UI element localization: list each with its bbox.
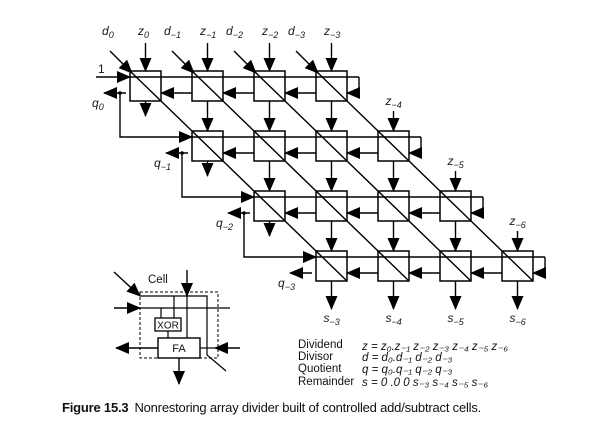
legend-dividend-name: Dividend	[298, 339, 343, 351]
divisor-input-label: d0	[102, 24, 114, 40]
cell-detail-inset: Cell XOR FA	[113, 270, 240, 385]
number-format-legend: Dividend z = z₀.z₋₁ z₋₂ z₋₃ z₋₄ z₋₅ z₋₆ …	[298, 339, 508, 389]
fa-label: FA	[172, 343, 186, 355]
z-input-label: z−6	[509, 214, 526, 230]
xor-label: XOR	[157, 321, 179, 332]
dividend-input-label: z−2	[261, 24, 278, 40]
figure-number: Figure 15.3	[62, 400, 129, 415]
divisor-diagonal-line	[315, 70, 534, 282]
legend-dividend-formula: z = z₀.z₋₁ z₋₂ z₋₃ z₋₄ z₋₅ z₋₆	[361, 341, 508, 353]
control-loop	[408, 137, 422, 159]
cell-title: Cell	[148, 274, 168, 286]
legend-remainder-formula: s = 0 .0 0 s₋₃ s₋₄ s₋₅ s₋₆	[362, 377, 488, 389]
legend-remainder-name: Remainder	[298, 376, 354, 388]
figure-caption-text: Nonrestoring array divider built of cont…	[134, 400, 482, 415]
dividend-input-label: z0	[137, 24, 149, 40]
control-loop	[346, 77, 360, 99]
legend-quotient-formula: q = q₀.q₋₁ q₋₂ q₋₃	[362, 364, 453, 376]
figure-caption: Figure 15.3 Nonrestoring array divider bu…	[62, 400, 481, 415]
legend-divisor-name: Divisor	[298, 351, 333, 363]
divisor-input-label: d−1	[164, 24, 181, 40]
divisor-diagonal-line	[191, 70, 410, 282]
divisor-input-label: d−3	[288, 24, 305, 40]
dividend-input-label: z−3	[323, 24, 340, 40]
quotient-label: q−2	[216, 216, 233, 232]
quotient-label: q0	[92, 96, 104, 112]
remainder-label: s−6	[510, 311, 526, 327]
divisor-diagonal-input	[295, 50, 319, 74]
cell-divisor-path	[140, 295, 227, 372]
control-loop	[532, 257, 546, 279]
divisor-diagonal-line	[253, 70, 472, 282]
cell-divisor-in	[113, 271, 141, 297]
divider-array	[96, 43, 546, 310]
remainder-label: s−5	[448, 311, 465, 327]
initial-control-label: 1	[98, 62, 105, 76]
z-input-label: z−5	[447, 154, 465, 170]
remainder-label: s−4	[386, 311, 402, 327]
control-loop	[470, 197, 484, 219]
legend-divisor-formula: d = d₀.d₋₁ d₋₂ d₋₃	[362, 352, 453, 364]
divisor-diagonal-input	[233, 50, 257, 74]
quotient-feedback-line	[181, 153, 255, 203]
legend-quotient-name: Quotient	[298, 363, 342, 375]
divisor-diagonal-line	[129, 70, 348, 282]
remainder-label: s−3	[324, 311, 340, 327]
signal-labels: q0 q−1 z−4 q−2 z−5 s−3 s−4 s−5 s−6 q−3 z−6 1 d0 z0 d−1…	[92, 24, 526, 327]
z-input-label: z−4	[385, 94, 402, 110]
divisor-diagonal-input	[109, 50, 133, 74]
divisor-diagonal-input	[171, 50, 195, 74]
quotient-label: q−1	[154, 156, 171, 172]
quotient-feedback-line	[243, 213, 317, 263]
quotient-feedback-line	[119, 93, 193, 143]
quotient-label: q−3	[278, 276, 295, 292]
divisor-input-label: d−2	[226, 24, 243, 40]
dividend-input-label: z−1	[199, 24, 216, 40]
